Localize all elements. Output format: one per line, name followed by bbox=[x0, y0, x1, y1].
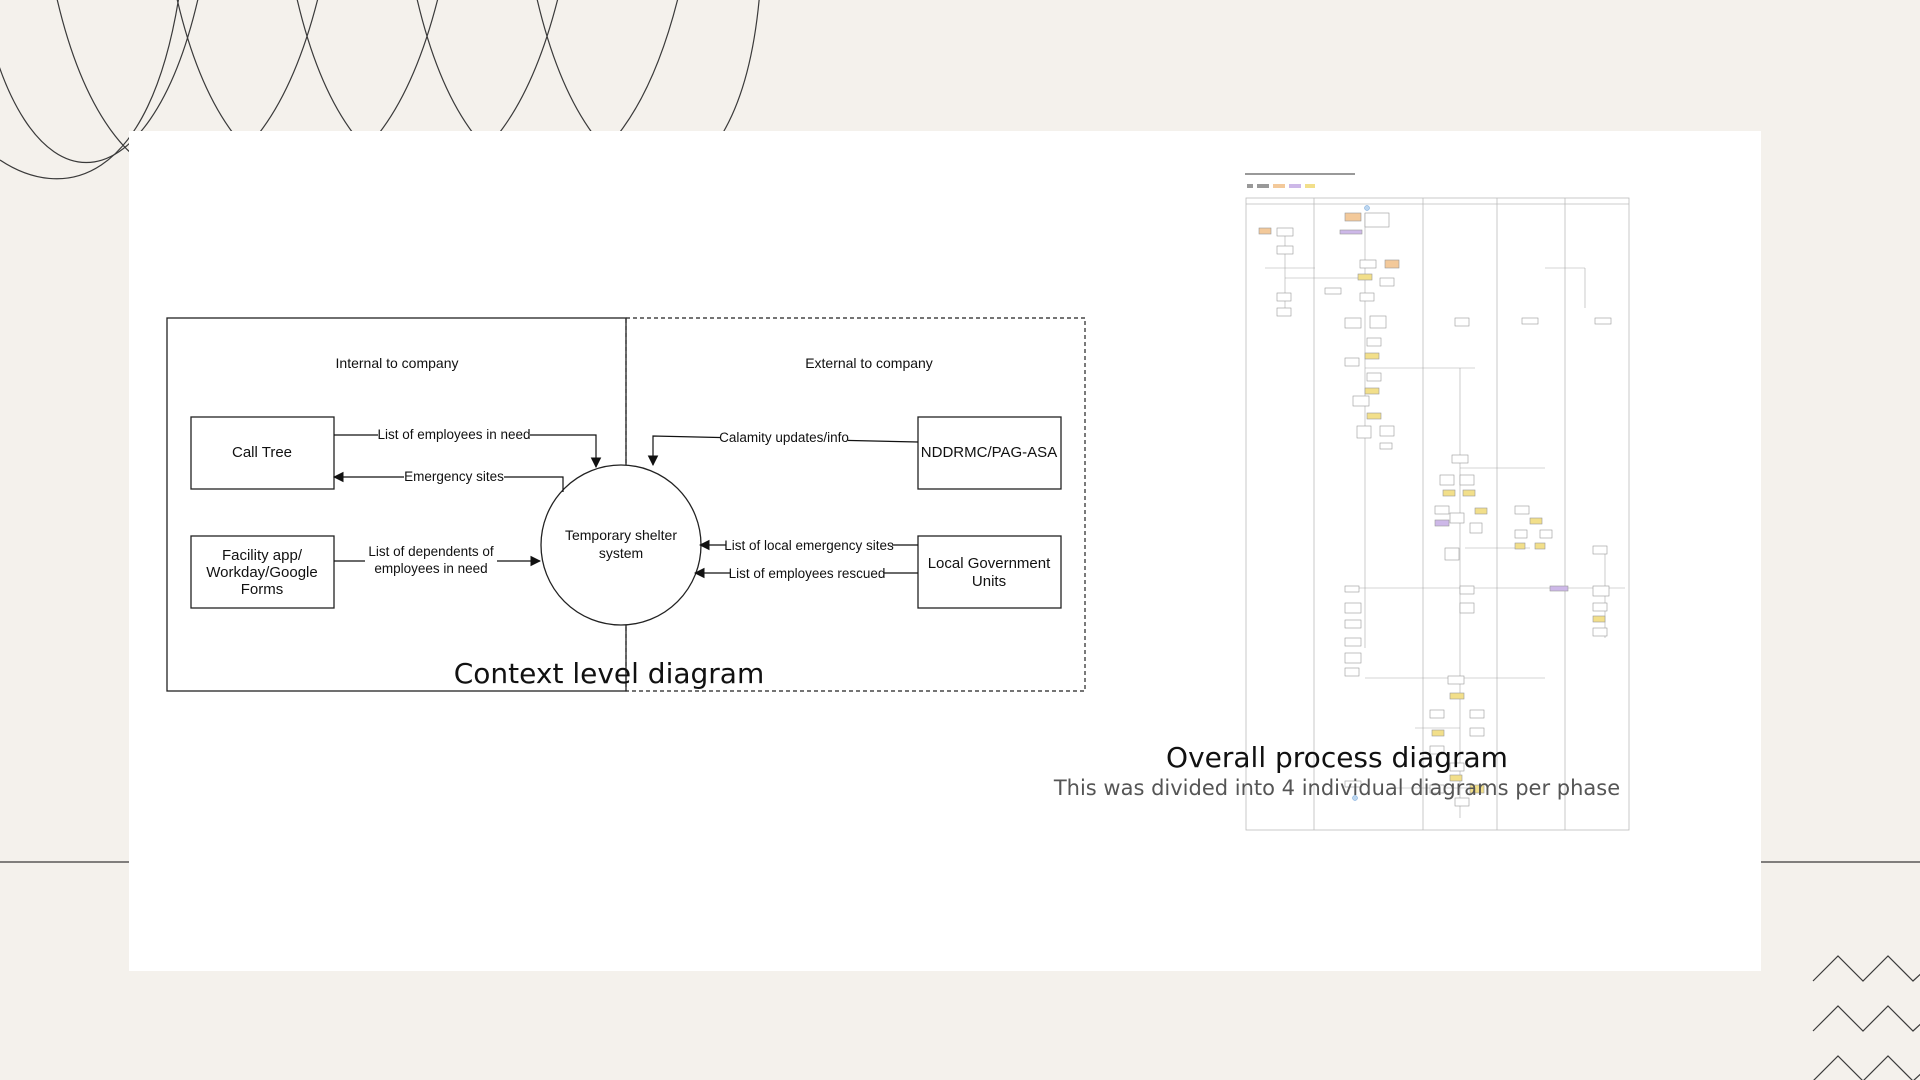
lgu-label-line1: Local Government bbox=[928, 555, 1051, 572]
overall-process-thumbnail bbox=[1245, 173, 1630, 831]
decorative-arc bbox=[0, 0, 199, 163]
lgu-label-line2: Units bbox=[972, 573, 1006, 590]
facility-label-line2: Workday/Google bbox=[206, 564, 317, 581]
nddrmc-label: NDDRMC/PAG-ASA bbox=[921, 444, 1057, 461]
flow-label-dependents-line2: employees in need bbox=[374, 561, 487, 576]
decorative-zigzag bbox=[1812, 955, 1920, 982]
facility-entity bbox=[190, 535, 335, 609]
flow-label-emergency-sites: Emergency sites bbox=[404, 469, 504, 484]
external-region-label: External to company bbox=[805, 355, 933, 371]
facility-label-line3: Forms bbox=[241, 581, 284, 598]
overall-diagram-subcaption: This was divided into 4 individual diagr… bbox=[1053, 776, 1621, 800]
decorative-arc bbox=[0, 0, 179, 180]
flow-label-dependents-line1: List of dependents of bbox=[368, 544, 494, 559]
overall-diagram-caption: Overall process diagram bbox=[1166, 741, 1508, 774]
call-tree-label: Call Tree bbox=[232, 444, 292, 461]
lgu-entity bbox=[917, 535, 1062, 609]
nddrmc-entity bbox=[917, 416, 1062, 490]
external-region bbox=[625, 317, 1086, 692]
flow-label-employees-rescued: List of employees rescued bbox=[729, 566, 886, 581]
call-tree-entity bbox=[190, 416, 335, 490]
facility-label-line1: Facility app/ bbox=[222, 547, 303, 564]
flow-label-employees-in-need: List of employees in need bbox=[377, 427, 530, 442]
decorative-zigzag bbox=[1813, 1055, 1920, 1080]
flow-label-local-emergency-sites: List of local emergency sites bbox=[724, 538, 894, 553]
flow-label-calamity-updates: Calamity updates/info bbox=[719, 430, 849, 445]
context-diagram-caption: Context level diagram bbox=[453, 657, 765, 690]
decorative-zigzag bbox=[1812, 1005, 1920, 1032]
internal-region-label: Internal to company bbox=[336, 355, 459, 371]
process-label-line2: system bbox=[599, 545, 643, 561]
process-label-line1: Temporary shelter bbox=[565, 527, 677, 543]
